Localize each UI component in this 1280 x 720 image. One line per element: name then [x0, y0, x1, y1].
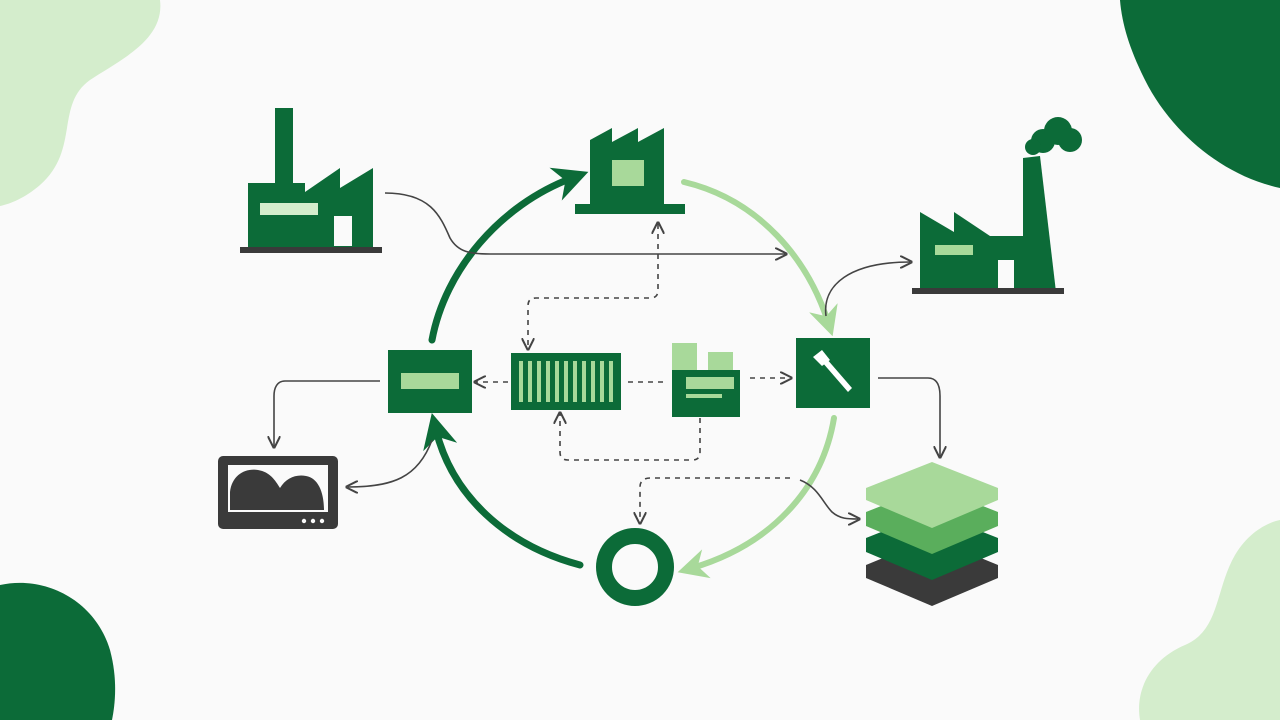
connector-panel-to-monitor — [274, 380, 380, 446]
dashed-factory-top-to-container — [528, 224, 658, 348]
monitor-icon — [218, 456, 338, 529]
layers-icon — [866, 462, 998, 606]
shipping-container-icon — [511, 353, 621, 410]
corner-blob-top-left — [0, 0, 161, 206]
factory-icon — [240, 108, 382, 253]
corner-blob-top-right — [1120, 0, 1280, 188]
dashed-office-to-container-below — [560, 414, 701, 461]
connector-hammer-up-to-factory-smoke — [824, 262, 910, 317]
factory-icon-top — [575, 128, 685, 214]
office-printer-icon — [672, 343, 740, 417]
cycle-arc-bottom-left — [423, 413, 584, 569]
dashed-to-ring — [640, 477, 790, 522]
hammer-icon — [796, 338, 870, 408]
ring-icon — [596, 528, 674, 606]
connector-arc-to-monitor — [348, 439, 433, 487]
connector-hammer-to-layers — [878, 377, 940, 456]
cycle-arc-top-right — [681, 179, 838, 337]
connector-factory-left-to-hammer — [384, 192, 785, 254]
panel-icon — [388, 350, 472, 413]
connector-arc-to-layers — [799, 479, 858, 519]
corner-blob-bottom-right — [1139, 520, 1280, 720]
factory-smoke-icon — [912, 117, 1082, 294]
cycle-arc-right-down — [677, 415, 837, 579]
corner-blob-bottom-left — [0, 582, 116, 720]
cycle-arc-left-up — [428, 167, 589, 344]
